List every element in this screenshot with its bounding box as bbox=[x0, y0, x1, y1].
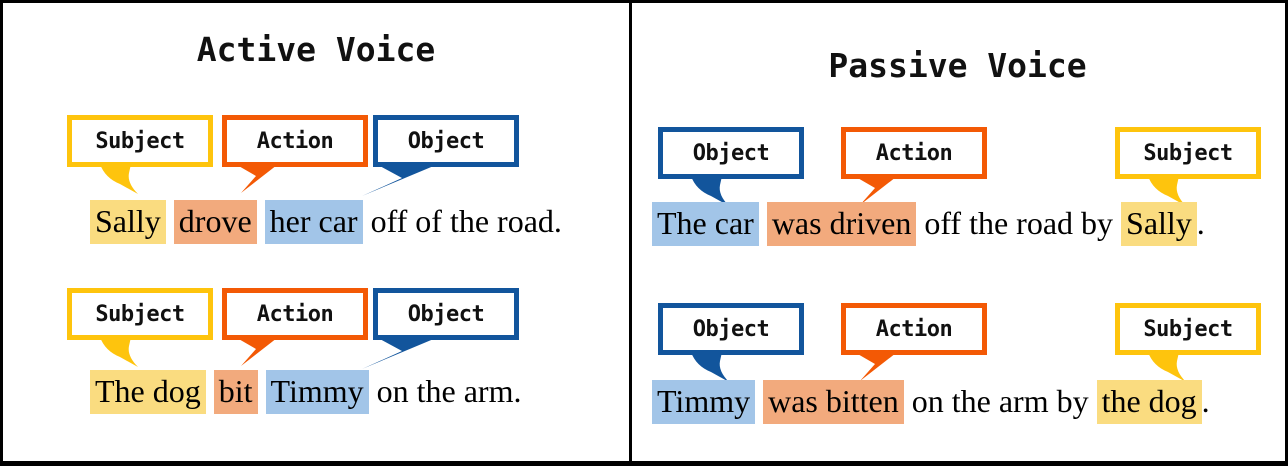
panel-title-passive: Passive Voice bbox=[828, 46, 1087, 85]
sentence-text: off of the road. bbox=[362, 203, 562, 239]
highlight-orange: bit bbox=[213, 370, 258, 414]
example-sentence: Timmy was bitten on the arm by the dog. bbox=[652, 379, 1210, 424]
bubble-label: Action bbox=[875, 316, 953, 342]
speech-bubble-subject: Subject bbox=[1115, 303, 1261, 382]
sentence-text: on the arm. bbox=[368, 373, 522, 409]
bubble-label: Action bbox=[875, 140, 953, 166]
sentence-text bbox=[755, 383, 763, 419]
sentence-text bbox=[166, 203, 174, 239]
bubble-label: Object bbox=[407, 128, 485, 154]
speech-tail-icon bbox=[237, 165, 277, 193]
bubble-label: Action bbox=[256, 301, 334, 327]
sentence-text: on the arm by bbox=[903, 383, 1097, 419]
speech-bubble-object: Object bbox=[362, 288, 519, 369]
highlight-blue: Timmy bbox=[652, 380, 756, 424]
bubble-label: Subject bbox=[1143, 316, 1233, 342]
highlight-blue: her car bbox=[264, 200, 363, 244]
speech-bubble-subject: Subject bbox=[1115, 127, 1261, 206]
bubble-label: Object bbox=[407, 301, 485, 327]
bubble-label: Subject bbox=[95, 301, 185, 327]
bubble-label: Subject bbox=[95, 128, 185, 154]
highlight-yellow: the dog bbox=[1096, 380, 1202, 424]
sentence-text bbox=[257, 203, 265, 239]
highlight-blue: The car bbox=[652, 202, 759, 246]
sentence-text bbox=[206, 373, 214, 409]
speech-bubble-action: Action bbox=[841, 127, 987, 205]
highlight-yellow: Sally bbox=[1121, 202, 1197, 246]
highlight-orange: was bitten bbox=[763, 380, 904, 424]
bubble-label: Subject bbox=[1143, 140, 1233, 166]
speech-tail-icon bbox=[362, 165, 436, 196]
bubble-label: Action bbox=[256, 128, 334, 154]
speech-bubble-object: Object bbox=[362, 115, 519, 196]
example-sentence: The car was driven off the road by Sally… bbox=[652, 201, 1205, 246]
sentence-text: . bbox=[1201, 383, 1210, 419]
speech-bubble-action: Action bbox=[841, 303, 987, 381]
highlight-yellow: Sally bbox=[90, 200, 166, 244]
speech-bubble-subject: Subject bbox=[67, 115, 213, 194]
speech-bubble-action: Action bbox=[222, 288, 368, 366]
example-sentence: The dog bit Timmy on the arm. bbox=[90, 369, 522, 414]
speech-tail-icon bbox=[100, 164, 138, 194]
highlight-blue: Timmy bbox=[265, 370, 369, 414]
speech-tail-icon bbox=[100, 337, 138, 367]
sentence-text: . bbox=[1196, 205, 1205, 241]
speech-tail-icon bbox=[362, 338, 436, 369]
speech-bubble-object: Object bbox=[658, 127, 804, 206]
speech-bubble-action: Action bbox=[222, 115, 368, 193]
speech-tail-icon bbox=[237, 338, 277, 366]
sentence-text bbox=[759, 205, 767, 241]
example-sentence: Sally drove her car off of the road. bbox=[90, 199, 562, 244]
bubble-label: Object bbox=[692, 140, 770, 166]
highlight-yellow: The dog bbox=[90, 370, 206, 414]
panel-title-active: Active Voice bbox=[196, 30, 436, 69]
sentence-text: off the road by bbox=[916, 205, 1122, 241]
speech-bubble-subject: Subject bbox=[67, 288, 213, 367]
speech-bubble-object: Object bbox=[658, 303, 804, 382]
highlight-orange: was driven bbox=[766, 202, 917, 246]
sentence-text bbox=[258, 373, 266, 409]
bubble-label: Object bbox=[692, 316, 770, 342]
highlight-orange: drove bbox=[173, 200, 257, 244]
